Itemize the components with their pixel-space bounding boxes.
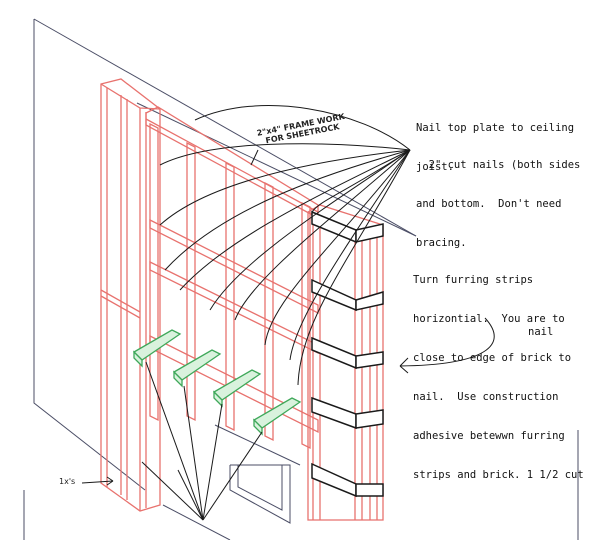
note-nail: nail [528, 326, 554, 338]
leader-nail [399, 317, 495, 367]
green-furring-3 [212, 369, 262, 408]
note-cut-nails-line-3: bracing. [416, 237, 467, 249]
corner-post-band-1 [100, 289, 141, 313]
furring-strip-2-cap [355, 290, 384, 311]
leader-green-2 [183, 385, 204, 521]
green-furring-pieces [132, 329, 302, 436]
floor-line-mid [162, 504, 231, 540]
furring-strip-3 [311, 336, 357, 370]
floor-box [229, 464, 291, 524]
note-furring: Turn furring strips horizontial. You are… [413, 248, 584, 508]
left-wall-edge [33, 19, 146, 491]
furring-strip-1 [311, 210, 357, 244]
floor-box-inner [237, 465, 283, 511]
stud-2 [186, 141, 196, 422]
leader-stud-2 [159, 149, 411, 226]
furring-strips [311, 210, 384, 498]
furring-strip-1-cap [355, 223, 384, 243]
furring-strip-5-cap [355, 483, 384, 497]
leader-green-4 [202, 431, 263, 521]
note-top-plate-line-1: Nail top plate to ceiling [416, 122, 575, 134]
leader-lines [81, 105, 495, 521]
green-furring-1 [132, 329, 182, 368]
back-wall-top [136, 102, 417, 237]
leader-brick [311, 149, 411, 213]
leader-green-6 [177, 469, 204, 521]
leader-green-1 [145, 361, 204, 521]
note-cut-nails-line-2: and bottom. Don't need [416, 198, 562, 210]
leader-top-plate [194, 105, 411, 151]
corner-post-band-2 [100, 295, 141, 319]
leader-frame-label [250, 149, 259, 166]
leader-stud-5 [209, 149, 411, 311]
furring-strip-4-cap [355, 409, 384, 429]
stud-4 [264, 181, 274, 442]
green-furring-4 [252, 397, 302, 436]
corner-post-top [100, 83, 161, 110]
furring-strip-3-cap [355, 351, 384, 369]
note-furring-line-1: Turn furring strips [413, 274, 534, 286]
note-furring-line-3: close to edge of brick to [413, 352, 572, 364]
leader-stud-1 [159, 143, 411, 166]
note-cut-nails-line-1: 2" cut nails (both sides [416, 159, 581, 171]
note-furring-line-2: horizontial. You are to [413, 313, 565, 325]
note-furring-line-4: nail. Use construction [413, 391, 559, 403]
note-furring-line-6: strips and brick. 1 1/2 cut [413, 469, 584, 481]
stud-5 [301, 201, 311, 450]
note-top-plate-line-2: joist. [416, 161, 454, 173]
ceiling-edge [33, 18, 417, 237]
brick-column [307, 204, 384, 521]
leader-one-by-arrow [106, 476, 114, 486]
furring-strip-5 [311, 462, 357, 498]
leader-stud-3 [164, 149, 411, 271]
leader-stud-4 [179, 149, 411, 291]
leader-stud-8 [289, 149, 411, 361]
leader-nail-arrow [399, 357, 409, 374]
frame-work [100, 78, 319, 512]
floor-edge [214, 424, 301, 466]
stud-3 [225, 161, 235, 432]
leader-stud-6 [234, 149, 411, 321]
one-by-label: 1x's [59, 477, 76, 486]
corner-post [100, 78, 161, 512]
leader-stud-7 [264, 149, 411, 346]
leader-one-by [81, 480, 114, 484]
note-cut-nails: 2" cut nails (both sides and bottom. Don… [416, 133, 580, 276]
green-furring-2 [172, 349, 222, 388]
note-top-plate: Nail top plate to ceiling joist. [416, 96, 574, 200]
leader-green-3 [202, 403, 223, 521]
leader-green-5 [141, 461, 204, 521]
note-furring-line-5: adhesive betewwn furring [413, 430, 565, 442]
leader-stud-9 [297, 149, 411, 386]
stud-1 [149, 122, 159, 422]
